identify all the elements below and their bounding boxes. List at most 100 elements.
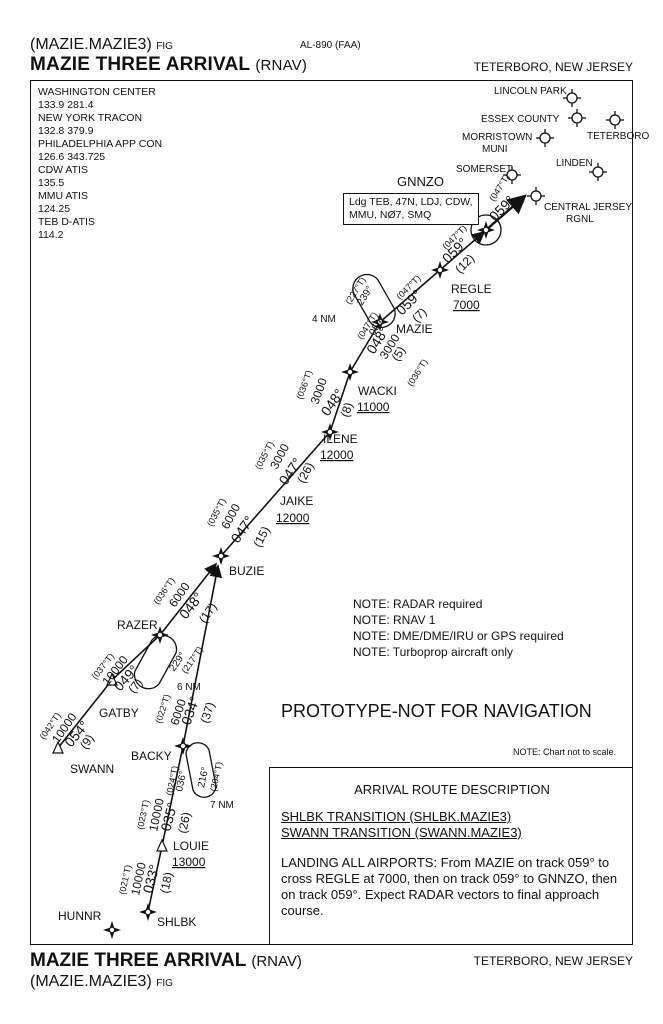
arrival-route-description: ARRIVAL ROUTE DESCRIPTION SHLBK TRANSITI… <box>269 767 633 945</box>
fix-label: RAZER <box>117 618 158 632</box>
route-segment <box>329 371 351 433</box>
note-line: NOTE: DME/DME/IRU or GPS required <box>353 629 564 643</box>
comms-line: 135.5 <box>38 177 65 189</box>
fix-altitude: 7000 <box>453 298 480 312</box>
comms-line: NEW YORK TRACON <box>38 112 143 124</box>
leg-distance: (8) <box>338 400 356 419</box>
note-line: NOTE: RADAR required <box>353 597 483 611</box>
gnnzo-landing-box: Ldg TEB, 47N, LDJ, CDW, MMU, NØ7, SMQ <box>343 193 479 225</box>
comms-line: 126.6 343.725 <box>38 151 106 163</box>
comms-line: 132.8 379.9 <box>38 125 94 137</box>
route-segment <box>220 431 331 557</box>
essex-county-airport-icon <box>567 108 587 128</box>
airport-label: MORRISTOWN <box>462 132 532 143</box>
notes: NOTE: RADAR required NOTE: RNAV 1 NOTE: … <box>353 596 564 660</box>
fix-label: WACKI <box>358 384 397 398</box>
comms-line: 124.25 <box>38 203 71 215</box>
fix-label: HUNNR <box>58 909 102 923</box>
fix-altitude: 11000 <box>357 400 390 414</box>
airport-label: CENTRAL JERSEY <box>544 202 632 213</box>
fix-altitude: 13000 <box>172 855 206 869</box>
fix-label: BACKY <box>131 749 172 763</box>
backy-fix-icon <box>174 737 192 755</box>
gnnzo-box-line: MMU, NØ7, SMQ <box>349 209 432 221</box>
route-segment <box>161 745 184 847</box>
page-title: MAZIE THREE ARRIVAL (RNAV) <box>30 54 308 75</box>
shlbk-fix-icon <box>139 903 157 921</box>
footer-procedure-code: (MAZIE.MAZIE3) FIG <box>30 973 173 990</box>
leg-distance: (5) <box>389 344 409 364</box>
header-location: TETERBORO, NEW JERSEY <box>473 60 633 74</box>
fix-label: GATBY <box>99 706 139 720</box>
teterboro-airport-icon <box>605 110 625 130</box>
comms-line: WASHINGTON CENTER <box>38 86 156 98</box>
landing-instructions: LANDING ALL AIRPORTS: From MAZIE on trac… <box>281 855 618 918</box>
route-segment <box>111 634 161 681</box>
airport-label: MUNI <box>482 144 508 155</box>
transition-swann: SWANN TRANSITION (SWANN.MAZIE3) <box>281 825 522 840</box>
description-title: ARRIVAL ROUTE DESCRIPTION <box>354 782 550 797</box>
comms-line: PHILADELPHIA APP CON <box>38 138 163 150</box>
wacki-fix-icon <box>341 363 359 381</box>
leg-distance: (37) <box>198 700 218 725</box>
route-segment <box>182 564 223 747</box>
hold-distance: 6 NM <box>177 682 201 693</box>
not-to-scale-note: NOTE: Chart not to scale. <box>512 747 616 757</box>
note-line: NOTE: Turboprop aircraft only <box>353 645 514 659</box>
holding-pattern-backy <box>185 742 217 798</box>
hold-inbound-course: 216° <box>196 766 211 789</box>
comms-line: TEB D-ATIS <box>38 216 95 228</box>
prototype-warning: PROTOTYPE-NOT FOR NAVIGATION <box>281 701 592 721</box>
gnnzo-fix-ring <box>470 214 502 246</box>
leg-distance: (26) <box>175 811 193 835</box>
note-line: NOTE: RNAV 1 <box>353 613 436 627</box>
route-segment <box>485 194 527 231</box>
fix-label: SHLBK <box>157 915 196 929</box>
leg-true-course: (036°T) <box>405 357 429 388</box>
fix-label: ILENE <box>323 432 358 446</box>
fix-label: JAIKE <box>280 494 313 508</box>
fix-label: BUZIE <box>229 564 264 578</box>
holding-pattern-mazie <box>352 273 396 329</box>
route-segment <box>349 321 381 373</box>
airport-label: TETERBORO <box>587 131 649 142</box>
airport-label: RGNL <box>566 214 594 225</box>
footer-title: MAZIE THREE ARRIVAL (RNAV) <box>30 950 302 971</box>
footer-location: TETERBORO, NEW JERSEY <box>473 954 633 968</box>
comms-line: MMU ATIS <box>38 190 88 202</box>
fix-label: SWANN <box>70 762 114 776</box>
louie-flyover-icon <box>156 839 168 852</box>
leg-course: 033° <box>139 863 162 895</box>
transition-shlbk: SHLBK TRANSITION (SHLBK.MAZIE3) <box>281 809 512 824</box>
leg-distance: (15) <box>250 524 272 549</box>
leg-distance: (18) <box>157 871 175 895</box>
hold-distance: 4 NM <box>312 314 336 325</box>
comms-line: 114.2 <box>38 229 64 241</box>
comms-line: 133.9 281.4 <box>38 99 94 111</box>
route-segment <box>147 845 163 913</box>
hunnr-fix-icon <box>103 921 121 939</box>
comms-frequencies: WASHINGTON CENTER 133.9 281.4 NEW YORK T… <box>38 86 228 242</box>
chart-frame <box>30 80 633 945</box>
airport-label: LINCOLN PARK <box>494 86 567 97</box>
route-segment <box>159 562 217 636</box>
fix-altitude: 12000 <box>276 511 310 525</box>
morristown-airport-icon <box>535 128 555 148</box>
leg-course: 035° <box>157 801 180 833</box>
fix-label: GNNZO <box>397 174 444 189</box>
central-jersey-airport-icon <box>526 186 546 206</box>
fix-label: REGLE <box>451 282 492 296</box>
route-segment <box>439 230 486 271</box>
hold-outbound-course: 036° <box>174 770 189 793</box>
leg-altitude: 10000 <box>128 861 149 897</box>
route-segment <box>57 679 113 749</box>
airport-label: SOMERSET <box>456 164 512 175</box>
hold-inbound-true: (204°T) <box>208 761 224 793</box>
route-segment <box>379 269 441 323</box>
fix-label: LOUIE <box>173 839 209 853</box>
gnnzo-box-line: Ldg TEB, 47N, LDJ, CDW, <box>349 196 473 208</box>
leg-distance: (9) <box>77 732 97 752</box>
leg-altitude: 10000 <box>146 797 167 833</box>
chart-id: AL-890 (FAA) <box>300 40 361 51</box>
